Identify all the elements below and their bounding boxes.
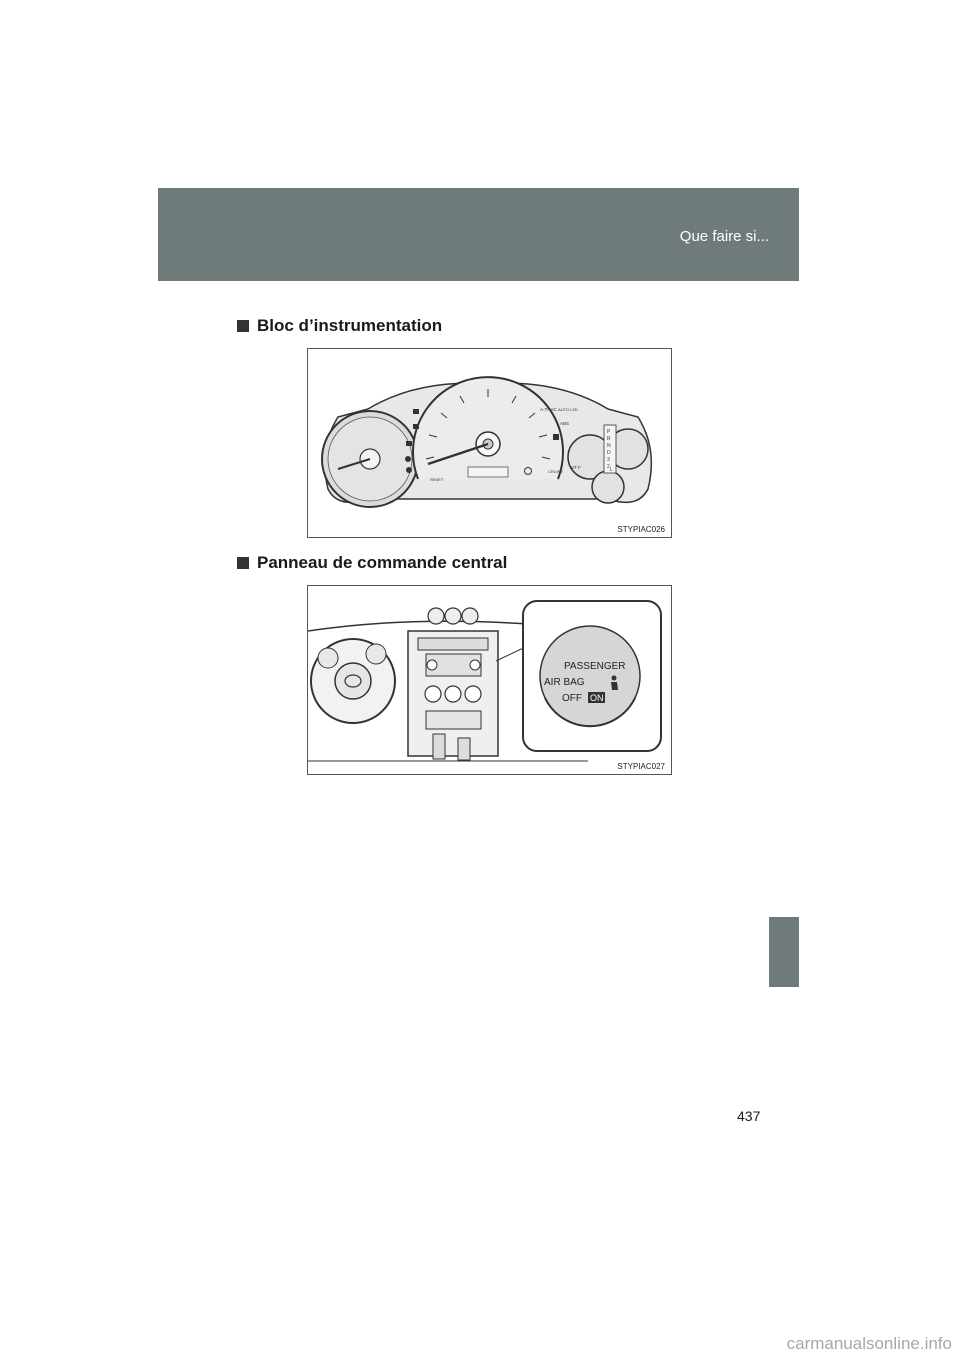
atf-label: A/T F	[570, 465, 581, 470]
page-number: 437	[737, 1108, 761, 1124]
passenger-seat-icon	[611, 675, 618, 690]
abs-label: ABS	[560, 421, 569, 426]
shift-p: P	[607, 429, 611, 435]
shift-d: D	[607, 450, 611, 456]
square-bullet-icon	[237, 320, 249, 332]
figure-code: STYPIAC026	[617, 525, 665, 534]
reset-label: RESET	[430, 477, 444, 482]
figure-code: STYPIAC027	[617, 762, 665, 771]
header-band: Que faire si...	[158, 188, 799, 281]
shift-r: R	[607, 436, 611, 442]
watermark: carmanualsonline.info	[786, 1334, 952, 1353]
section-heading-text: Panneau de commande central	[257, 553, 508, 572]
section-heading-center-panel: Panneau de commande central	[237, 553, 507, 573]
instrument-cluster-figure: A-TRAC AUTO LSD ABS CRUISE RESET A/T F P…	[307, 348, 672, 538]
auto-lsd-label: AUTO LSD	[558, 407, 578, 412]
chapter-side-tab	[769, 917, 799, 987]
airbag-on-label: ON	[590, 693, 604, 703]
section-heading-text: Bloc d’instrumentation	[257, 316, 443, 335]
cruise-label: CRUISE	[548, 469, 563, 474]
section-heading-instrument-cluster: Bloc d’instrumentation	[237, 316, 442, 336]
airbag-label: AIR BAG	[544, 677, 585, 688]
airbag-off-label: OFF	[562, 693, 582, 704]
shift-2: 2	[607, 464, 610, 470]
shift-n: N	[607, 443, 611, 449]
shift-3: 3	[607, 457, 610, 463]
center-panel-illustration: PASSENGER AIR BAG OFF ON	[308, 600, 662, 762]
center-panel-figure: PASSENGER AIR BAG OFF ON STYPIAC027	[307, 585, 672, 775]
passenger-label: PASSENGER	[564, 661, 626, 672]
a-trac-label: A-TRAC	[540, 407, 558, 412]
shift-l: L	[610, 467, 613, 473]
page-header-title: Que faire si...	[679, 228, 769, 245]
instrument-cluster-illustration: A-TRAC AUTO LSD ABS CRUISE RESET A/T F P…	[321, 376, 653, 508]
square-bullet-icon	[237, 557, 249, 569]
